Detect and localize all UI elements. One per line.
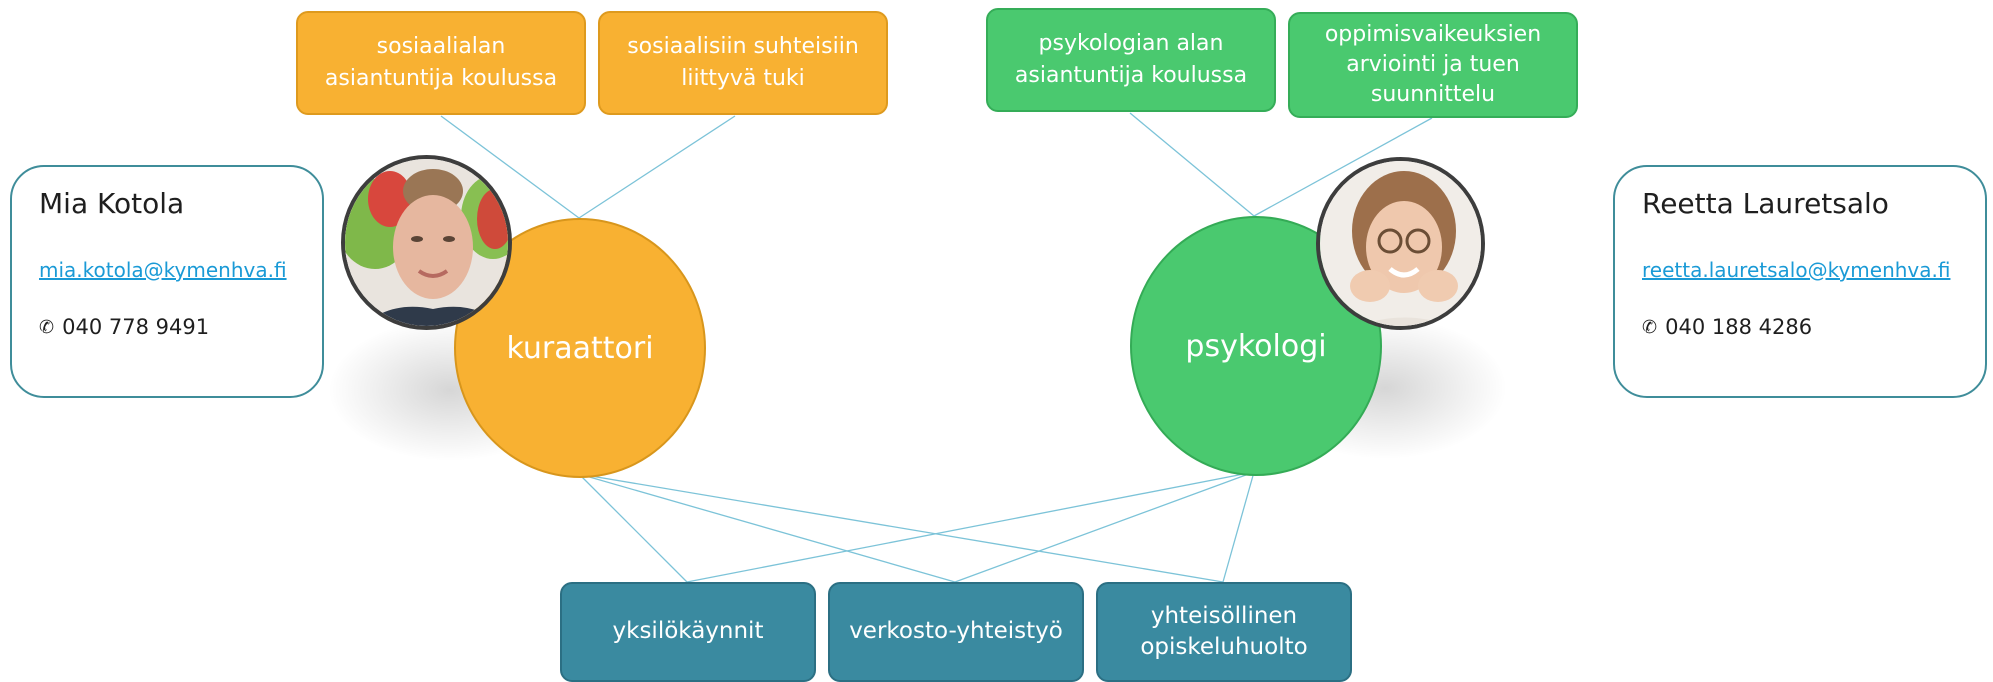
- service-box-network-cooperation: verkosto-yhteistyö: [828, 582, 1084, 682]
- contact-card-right: Reetta Lauretsalo reetta.lauretsalo@kyme…: [1613, 165, 1987, 398]
- connector-line: [954, 471, 1255, 583]
- service-box-individual-visits: yksilökäynnit: [560, 582, 816, 682]
- connector-line: [578, 473, 688, 583]
- topic-label: oppimisvaikeuksien arviointi ja tuen suu…: [1324, 22, 1542, 107]
- role-label: psykologi: [1185, 328, 1327, 364]
- connector-line: [440, 115, 580, 219]
- phone-icon: ✆: [39, 316, 55, 338]
- phone-icon: ✆: [1642, 316, 1658, 338]
- connector-line: [578, 473, 1224, 583]
- contact-email-link[interactable]: mia.kotola@kymenhva.fi: [39, 258, 287, 282]
- topic-label: sosiaalialan asiantuntija koulussa: [324, 34, 558, 91]
- portrait-photo-right: [1316, 157, 1485, 330]
- connector-line: [686, 471, 1255, 583]
- topic-label: psykologian alan asiantuntija koulussa: [1014, 31, 1248, 88]
- topic-label: sosiaalisiin suhteisiin liittyvä tuki: [627, 34, 859, 91]
- connector-line: [1253, 117, 1433, 217]
- contact-card-left: Mia Kotola mia.kotola@kymenhva.fi ✆ 040 …: [10, 165, 324, 398]
- connector-line: [1222, 471, 1255, 583]
- service-label: yhteisöllinen opiskeluhuolto: [1140, 602, 1308, 660]
- contact-phone-number: 040 188 4286: [1665, 315, 1813, 339]
- contact-phone: ✆ 040 778 9491: [39, 315, 209, 339]
- topic-box-psychology-expert: psykologian alan asiantuntija koulussa: [986, 8, 1276, 112]
- contact-name: Mia Kotola: [39, 187, 185, 220]
- topic-box-social-expert: sosiaalialan asiantuntija koulussa: [296, 11, 586, 115]
- contact-email-link[interactable]: reetta.lauretsalo@kymenhva.fi: [1642, 258, 1951, 282]
- portrait-photo-left: [341, 155, 512, 330]
- contact-phone-number: 040 778 9491: [62, 315, 210, 339]
- contact-name: Reetta Lauretsalo: [1642, 187, 1889, 220]
- connector-line: [1129, 112, 1255, 217]
- connector-line: [578, 473, 956, 583]
- contact-phone: ✆ 040 188 4286: [1642, 315, 1812, 339]
- role-label: kuraattori: [506, 330, 654, 366]
- service-label: yksilökäynnit: [612, 618, 764, 645]
- topic-box-learning-assessment: oppimisvaikeuksien arviointi ja tuen suu…: [1288, 12, 1578, 118]
- connector-line: [578, 115, 736, 219]
- service-box-community-care: yhteisöllinen opiskeluhuolto: [1096, 582, 1352, 682]
- service-label: verkosto-yhteistyö: [849, 618, 1063, 645]
- topic-box-social-support: sosiaalisiin suhteisiin liittyvä tuki: [598, 11, 888, 115]
